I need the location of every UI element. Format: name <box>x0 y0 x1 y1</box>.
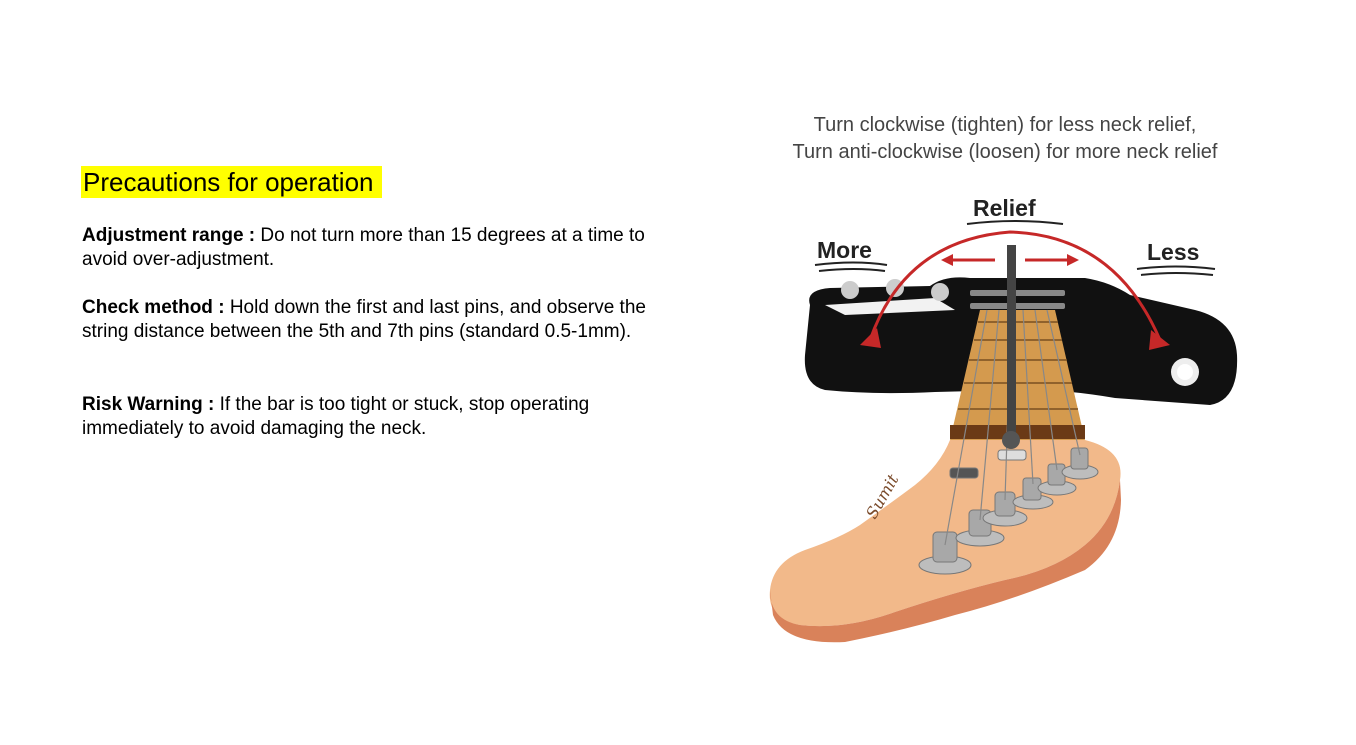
more-label: More <box>817 237 872 263</box>
caption-line-1: Turn clockwise (tighten) for less neck r… <box>813 114 1197 136</box>
illustration-caption: Turn clockwise (tighten) for less neck r… <box>755 112 1255 166</box>
risk-warning-label: Risk Warning <box>82 394 203 415</box>
separator: : <box>202 394 220 415</box>
separator: : <box>243 225 261 246</box>
truss-rod <box>1002 245 1020 449</box>
truss-rod-illustration: Turn clockwise (tighten) for less neck r… <box>755 100 1255 660</box>
adjustment-range-label: Adjustment range <box>82 225 244 246</box>
relief-arc-arrow <box>868 230 1162 341</box>
adjustment-range-paragraph: Adjustment range : Do not turn more than… <box>82 224 672 272</box>
check-method-label: Check method <box>82 297 213 318</box>
adjustment-range-text: Do not turn more than 15 degrees at a ti… <box>82 225 645 270</box>
section-title: Precautions for operation <box>81 166 382 198</box>
relief-label: Relief <box>973 195 1036 221</box>
less-label: Less <box>1147 239 1200 265</box>
guitar-neck-drawing: Sumit <box>769 220 1238 643</box>
separator: : <box>212 297 230 318</box>
check-method-paragraph: Check method : Hold down the first and l… <box>82 296 672 344</box>
risk-warning-paragraph: Risk Warning : If the bar is too tight o… <box>82 393 672 441</box>
check-method-text: Hold down the first and last pins, and o… <box>82 297 646 342</box>
tuning-pegs <box>918 447 1099 575</box>
caption-line-2: Turn anti-clockwise (loosen) for more ne… <box>792 141 1218 163</box>
risk-warning-text: If the bar is too tight or stuck, stop o… <box>82 394 590 439</box>
